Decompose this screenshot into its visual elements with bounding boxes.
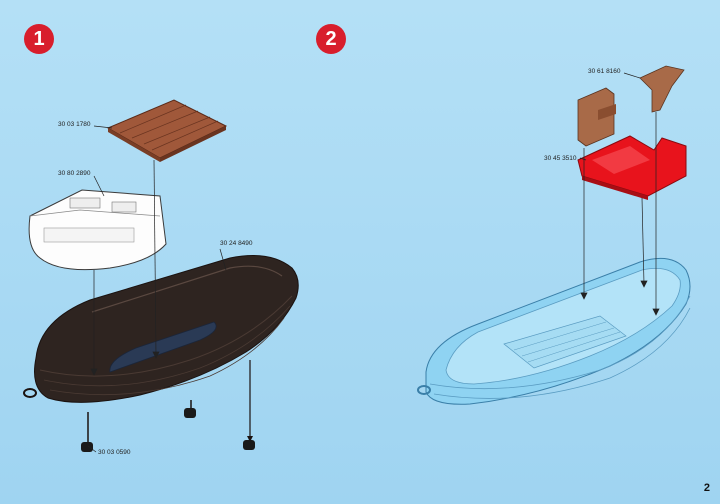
part-label-white-seat: 30 80 2890 xyxy=(58,170,91,177)
part-label-wheels: 30 03 0590 xyxy=(98,449,131,456)
part-label-red-seat: 30 45 3510 xyxy=(544,155,577,162)
white-seat xyxy=(29,190,166,270)
part-label-hull: 30 24 8490 xyxy=(220,240,253,247)
red-seat xyxy=(578,136,686,200)
brackets xyxy=(578,66,684,146)
wooden-deck xyxy=(108,100,226,162)
brown-hull xyxy=(24,256,298,403)
blue-boat xyxy=(418,258,690,404)
part-label-deck: 30 03 1780 xyxy=(58,121,91,128)
page-number: 2 xyxy=(704,482,710,494)
part-label-brackets: 30 61 8160 xyxy=(588,68,621,75)
